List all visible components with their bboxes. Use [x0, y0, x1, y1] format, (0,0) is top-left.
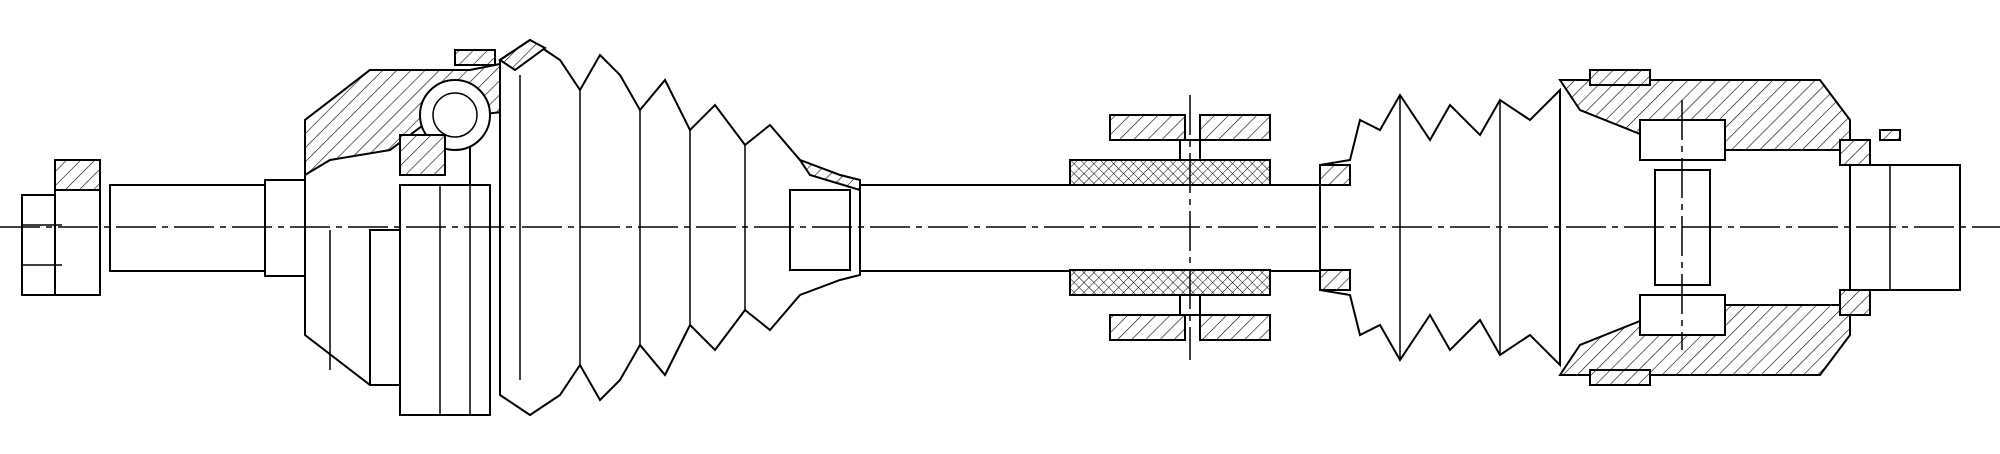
left-nut: [21, 159, 101, 296]
right-stub-axle: [1839, 129, 1961, 316]
vibration-damper: [1069, 95, 1271, 360]
outer-cv-joint: [304, 49, 521, 416]
inner-tripod-joint: [1558, 69, 1851, 386]
left-threaded-stub: [109, 179, 306, 277]
ball-bearing: [419, 79, 491, 151]
left-boot: [498, 38, 861, 417]
